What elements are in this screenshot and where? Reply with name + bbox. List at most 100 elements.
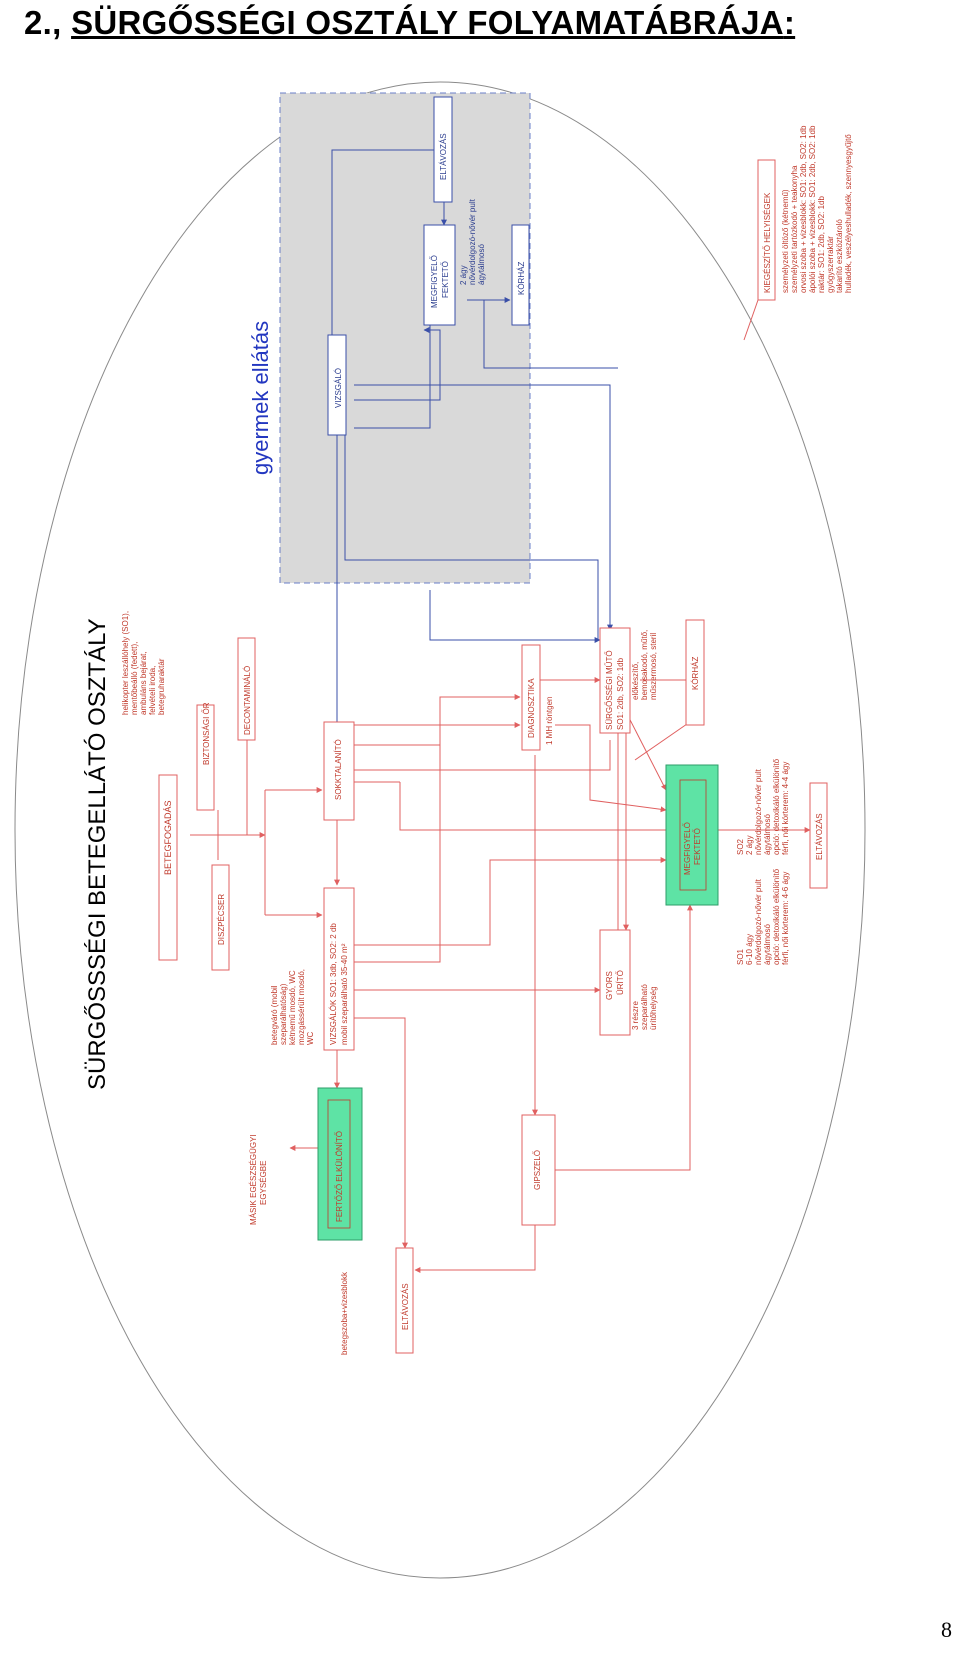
so1-note-line: férfi, női kórterem: 4-6 ágy bbox=[781, 872, 790, 965]
eltavozas-main-label: ELTÁVOZÁS bbox=[815, 813, 824, 860]
so2-note: SO2 2 ágy nővérdolgozó-nővér pult ágytál… bbox=[736, 758, 790, 855]
urito-note: 3 részre szeparálható ürítőhelység bbox=[631, 984, 658, 1030]
biztonsagi-or-label: BIZTONSÁGI ŐR bbox=[202, 702, 211, 765]
gipszelo-box: GIPSZELŐ bbox=[521, 1114, 556, 1226]
heading-number: 2., bbox=[24, 4, 62, 41]
kiegeszito-item: ápolói szoba + vizesblokk: SO1: 2db, SO2… bbox=[808, 125, 817, 293]
childrens-care-zone bbox=[279, 92, 531, 584]
kiegeszito-title: KIEGÉSZÍTŐ HELYISÉGEK bbox=[763, 192, 772, 293]
heli-note-line: helikopter leszállóhely (SO1), bbox=[121, 611, 130, 715]
rontgen-note: 1 MH röntgen bbox=[545, 697, 554, 745]
muto-note-line: bemosakodó, műtő, bbox=[640, 630, 649, 700]
fertozo-elkulonito-box: FERTŐZŐ ELKÜLÖNÍTŐ bbox=[317, 1087, 363, 1241]
gipszelo-label: GIPSZELŐ bbox=[533, 1150, 542, 1190]
masik-note-line: MÁSIK EGÉSZSÉGÜGYI bbox=[249, 1134, 258, 1225]
gyermek-korhaz-box: KÓRHÁZ bbox=[511, 224, 530, 326]
heli-note-line: felvételi iroda, bbox=[148, 666, 157, 715]
so2-note-line: SO2 bbox=[736, 838, 745, 855]
kiegeszito-item: orvosi szoba + vizesblokk: SO1: 2db, SO2… bbox=[799, 125, 808, 293]
kiegeszito-item: gyógyszerraktár bbox=[826, 236, 835, 293]
kiegeszito-item: személyzeti tartózkodó + teakonyha bbox=[790, 165, 799, 293]
gyermek-note-line: nővérdolgozó-nővér pult bbox=[468, 198, 477, 285]
gyermek-megfigyelo-sub: FEKTETŐ bbox=[441, 261, 450, 298]
muto-note: előkészítő, bemosakodó, műtő, műszermosó… bbox=[631, 630, 658, 700]
diagnosztika-box: DIAGNOSZTIKA 1 MH röntgen bbox=[521, 644, 554, 751]
childrens-care-label: gyermek ellátás bbox=[248, 321, 273, 475]
vizsgalok-sub: mobil szeparálható 35-40 m² bbox=[340, 943, 349, 1045]
diszpecser-label: DISZPÉCSER bbox=[217, 894, 226, 945]
korhaz-label: KÓRHÁZ bbox=[691, 657, 700, 690]
eltavozas-bottom-box: ELTÁVOZÁS bbox=[395, 1247, 414, 1354]
so2-note-line: opció: detoxikáló elkülönítő bbox=[772, 758, 781, 855]
kiegeszito-item: hulladék, veszélyeshulladék, szennyesgyű… bbox=[844, 134, 853, 293]
betegfogadas-label: BETEGFOGADÁS bbox=[163, 800, 173, 875]
kiegeszito-item: raktár: SO1: 2db, SO2: 1db bbox=[817, 196, 826, 293]
gyermek-vizsgalo-box: VIZSGÁLÓ bbox=[327, 334, 347, 436]
so2-note-line: ágytálmosó bbox=[763, 814, 772, 855]
urito-note-line: szeparálható bbox=[640, 984, 649, 1030]
gyermek-megfigyelo-label: MEGFIGYELŐ bbox=[430, 255, 439, 308]
vizsgalok-note-line: betegváró (mobil bbox=[270, 985, 279, 1045]
helikopter-note: helikopter leszállóhely (SO1), mentőbeál… bbox=[121, 611, 166, 715]
so1-note-line: SO1 bbox=[736, 948, 745, 965]
vizsgalok-box: VIZSGÁLÓK SO1: 3db, SO2: 2 db mobil szep… bbox=[323, 887, 355, 1051]
urito-note-line: 3 részre bbox=[631, 1001, 640, 1030]
gyors-urito-label: GYORS bbox=[605, 971, 614, 1000]
muto-note-line: műszermosó, steril bbox=[649, 633, 658, 700]
betegfogadas-box: BETEGFOGADÁS bbox=[158, 774, 178, 961]
urito-note-line: ürítőhelység bbox=[649, 986, 658, 1030]
gyermek-eltavozas-label: ELTÁVOZÁS bbox=[439, 133, 448, 180]
masik-egyseg-note: MÁSIK EGÉSZSÉGÜGYI EGYSÉGBE bbox=[249, 1134, 268, 1225]
page-number: 8 bbox=[941, 1617, 952, 1642]
so1-note-line: 6-10 ágy bbox=[745, 934, 754, 965]
muto-note-line: előkészítő, bbox=[631, 662, 640, 700]
so1-note-line: ágytálmosó bbox=[763, 924, 772, 965]
so2-note-line: 2 ágy bbox=[745, 835, 754, 855]
dekontaminalo-label: DECONTAMINÁLÓ bbox=[243, 666, 252, 735]
muto-sub: SO1: 2db, SO2: 1db bbox=[616, 657, 625, 730]
korhaz-box: KÓRHÁZ bbox=[685, 619, 705, 726]
vizsgalok-note: betegváró (mobil szeparálhatóság) kétnem… bbox=[270, 969, 315, 1045]
page-heading: 2., SÜRGŐSSÉGI OSZTÁLY FOLYAMATÁBRÁJA: bbox=[24, 4, 795, 42]
fertozo-label: FERTŐZŐ ELKÜLÖNÍTŐ bbox=[335, 1131, 344, 1222]
gyermek-megfigyelo-box: MEGFIGYELŐ FEKTETŐ bbox=[423, 224, 456, 326]
gyermek-vizsgalo-label: VIZSGÁLÓ bbox=[334, 368, 343, 408]
so1-note-line: opció: detoxikáló elkülönítő bbox=[772, 868, 781, 965]
megfigyelo-sub: FEKTETŐ bbox=[693, 828, 702, 865]
eltavozas-main-box: ELTÁVOZÁS bbox=[809, 782, 828, 889]
muto-label: SÜRGŐSSÉGI MŰTŐ bbox=[605, 650, 614, 730]
so2-note-line: férfi, női kórterem: 4-4 ágy bbox=[781, 762, 790, 855]
diszpecser-box: DISZPÉCSER bbox=[211, 864, 230, 971]
so2-note-line: nővérdolgozó-nővér pult bbox=[754, 768, 763, 855]
kiegeszito-list: személyzeti öltöző (kétnemű) személyzeti… bbox=[781, 125, 853, 293]
megfigyelo-label: MEGFIGYELŐ bbox=[683, 822, 692, 875]
heli-note-line: mentőbeálló (fedett), bbox=[130, 642, 139, 715]
megfigyelo-fekteto-box: MEGFIGYELŐ FEKTETŐ bbox=[665, 764, 719, 906]
gyermek-note-line: ágytálmosó bbox=[477, 244, 486, 285]
sokktalanito-box: SOKKTALANÍTÓ bbox=[323, 721, 355, 821]
vizsgalok-note-line: szeparálhatóság) bbox=[279, 983, 288, 1045]
gyermek-note-line: 2 ágy bbox=[459, 265, 468, 285]
gyermek-note: 2 ágy nővérdolgozó-nővér pult ágytálmosó bbox=[459, 198, 486, 285]
dekontaminalo-box: DECONTAMINÁLÓ bbox=[237, 637, 256, 741]
masik-note-line: EGYSÉGBE bbox=[259, 1161, 268, 1205]
kiegeszito-box: KIEGÉSZÍTŐ HELYISÉGEK bbox=[757, 159, 776, 301]
so1-note-line: nővérdolgozó-nővér pult bbox=[754, 878, 763, 965]
vizsgalok-note-line: WC bbox=[306, 1031, 315, 1045]
gyors-urito-box: GYORS ÜRÍTŐ bbox=[599, 929, 631, 1036]
kiegeszito-item: takarító eszköztároló bbox=[835, 219, 844, 293]
vizsgalok-note-line: mozgássérült mosdó, bbox=[297, 969, 306, 1045]
so1-note: SO1 6-10 ágy nővérdolgozó-nővér pult ágy… bbox=[736, 868, 790, 965]
department-title: SÜRGŐSSSÉGI BETEGELLÁTÓ OSZTÁLY bbox=[84, 618, 111, 1090]
vizsgalok-note-line: kétnemű mosdó, WC bbox=[288, 970, 297, 1045]
gyermek-korhaz-label: KÓRHÁZ bbox=[517, 262, 526, 295]
biztonsagi-or-box: BIZTONSÁGI ŐR bbox=[196, 702, 215, 811]
blue-connectors bbox=[331, 149, 618, 722]
heading-colon: : bbox=[783, 4, 796, 41]
vizsgalok-label: VIZSGÁLÓK SO1: 3db, SO2: 2 db bbox=[329, 923, 338, 1045]
kiegeszito-item: személyzeti öltöző (kétnemű) bbox=[781, 189, 790, 293]
eltavozas-bottom-label: ELTÁVOZÁS bbox=[401, 1283, 410, 1330]
sokktalanito-label: SOKKTALANÍTÓ bbox=[334, 739, 343, 800]
gyors-urito-sub: ÜRÍTŐ bbox=[616, 970, 625, 995]
